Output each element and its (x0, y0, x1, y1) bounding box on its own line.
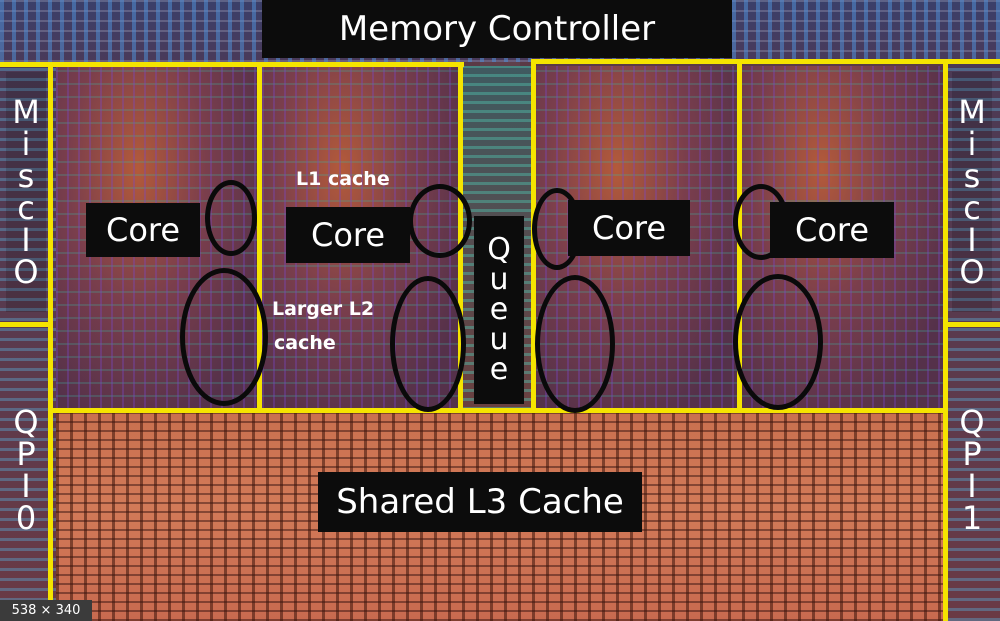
queue-letter: u (489, 262, 509, 297)
larger-l2-label-line2: cache (274, 332, 336, 354)
shared-l3-cache-label: Shared L3 Cache (318, 472, 642, 532)
core-label-3: Core (568, 200, 690, 256)
misc-io-letter: I (967, 221, 977, 259)
misc-io-letter: O (13, 253, 39, 291)
queue-label: Q u e u e (474, 216, 524, 404)
memory-controller-label: Memory Controller (262, 0, 732, 58)
misc-io-left-area (0, 62, 56, 621)
l1-cache-circle-2 (408, 184, 472, 258)
l2-cache-circle-4 (733, 274, 823, 410)
misc-io-letter: s (17, 157, 35, 195)
larger-l2-label-line1: Larger L2 (272, 298, 375, 320)
outline-l3-top (48, 408, 948, 413)
qpi-letter: P (16, 435, 36, 473)
l1-cache-label: L1 cache (296, 168, 390, 190)
misc-io-letter: I (21, 221, 31, 259)
core-label-4: Core (770, 202, 894, 258)
qpi-1-label: Q P I 1 (952, 380, 992, 560)
misc-io-letter: M (958, 93, 986, 131)
qpi-letter: P (962, 435, 982, 473)
l2-cache-circle-2 (390, 276, 466, 412)
outline-left-split (0, 322, 53, 327)
misc-io-letter: O (959, 253, 985, 291)
misc-io-letter: c (17, 189, 35, 227)
qpi-letter: Q (959, 403, 985, 441)
qpi-letter: 0 (15, 499, 37, 537)
misc-io-right-label: M i s c I O (952, 72, 992, 312)
outline-left-side (48, 62, 53, 621)
misc-io-letter: i (21, 125, 31, 163)
l2-cache-circle-3 (535, 275, 615, 413)
outline-right-side (943, 62, 948, 621)
queue-letter: e (489, 292, 509, 327)
queue-letter: e (489, 352, 509, 387)
qpi-letter: Q (13, 403, 39, 441)
queue-letter: Q (487, 232, 511, 267)
outline-core1-right (257, 62, 262, 412)
misc-io-right-area (944, 62, 1000, 621)
l1-cache-circle-1 (205, 180, 257, 256)
qpi-0-label: Q P I 0 (6, 380, 46, 560)
misc-io-letter: c (963, 189, 981, 227)
core-label-1: Core (86, 203, 200, 257)
image-size-badge: 538 × 340 (0, 600, 92, 621)
outline-top-right (532, 59, 1000, 64)
qpi-letter: I (21, 467, 31, 505)
qpi-letter: I (967, 467, 977, 505)
qpi-letter: 1 (961, 499, 983, 537)
misc-io-letter: i (967, 125, 977, 163)
queue-letter: u (489, 322, 509, 357)
outline-right-split (943, 322, 1000, 327)
misc-io-letter: M (12, 93, 40, 131)
l2-cache-circle-1 (180, 268, 268, 406)
outline-top-left (0, 62, 464, 67)
core-label-2: Core (286, 207, 410, 263)
misc-io-letter: s (963, 157, 981, 195)
misc-io-left-label: M i s c I O (6, 72, 46, 312)
